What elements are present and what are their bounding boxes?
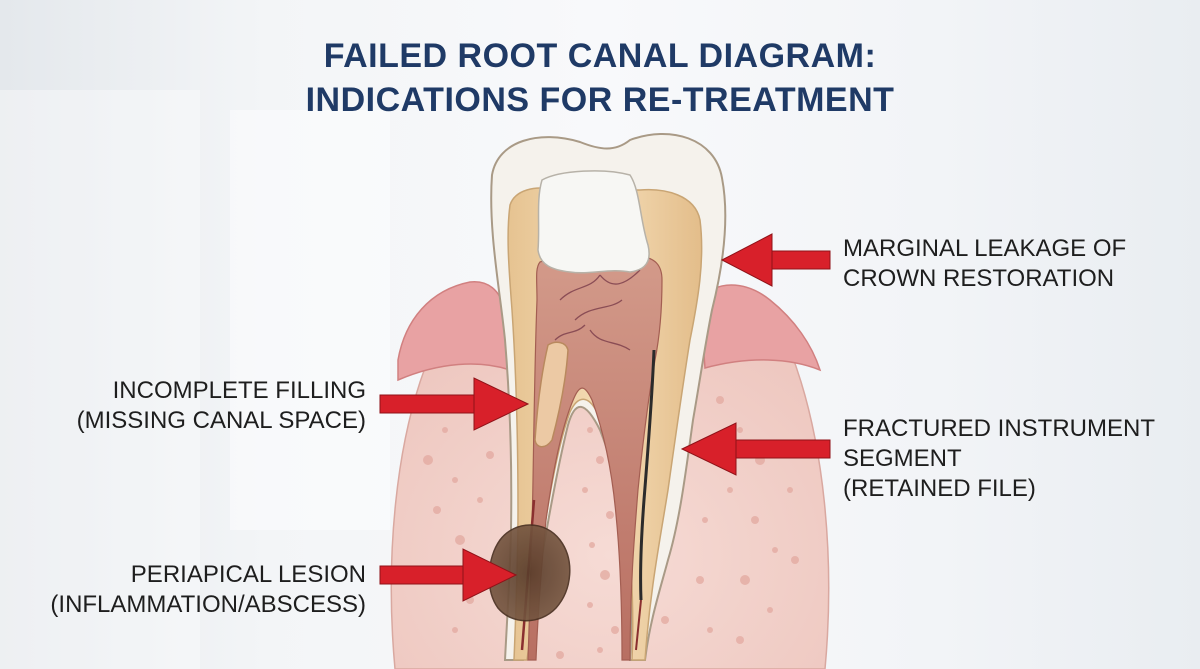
arrow-fractured-instrument [680, 422, 831, 476]
label-incomplete-filling-line-2: (MISSING CANAL SPACE) [76, 407, 366, 434]
pulp-nerves [554, 269, 641, 351]
incomplete-filling-gutta-percha [534, 341, 569, 448]
periapical-lesion [488, 524, 571, 622]
label-fractured-instrument-line-1: FRACTURED INSTRUMENT [843, 415, 1155, 442]
label-marginal-leakage-line-2: CROWN RESTORATION [843, 265, 1115, 292]
label-marginal-leakage: MARGINAL LEAKAGE OF CROWN RESTORATION [843, 234, 1126, 294]
label-fractured-instrument-line-3: (RETAINED FILE) [843, 475, 1036, 502]
right-canal-apex [635, 599, 642, 651]
gum-right [699, 284, 822, 372]
crown-restoration [537, 170, 650, 274]
title-line-2: INDICATIONS FOR RE-TREATMENT [305, 81, 895, 119]
background-pane-center [230, 110, 390, 530]
label-periapical-lesion-line-1: PERIAPICAL LESION [130, 561, 366, 588]
label-periapical-lesion: PERIAPICAL LESION (INFLAMMATION/ABSCESS) [50, 560, 366, 620]
gum-left [397, 281, 511, 382]
label-fractured-instrument: FRACTURED INSTRUMENT SEGMENT (RETAINED F… [843, 414, 1155, 504]
label-incomplete-filling: INCOMPLETE FILLING (MISSING CANAL SPACE) [77, 376, 366, 436]
label-incomplete-filling-line-1: INCOMPLETE FILLING [112, 377, 366, 404]
tooth [490, 132, 727, 661]
title-line-1: FAILED ROOT CANAL DIAGRAM: [323, 37, 877, 75]
label-fractured-instrument-line-2: SEGMENT [843, 445, 962, 472]
arrow-periapical-lesion [379, 548, 518, 602]
background-pane-left [0, 90, 200, 669]
arrow-marginal-leakage [720, 233, 831, 287]
arrow-incomplete-filling [379, 377, 530, 431]
label-marginal-leakage-line-1: MARGINAL LEAKAGE OF [843, 235, 1127, 262]
fractured-instrument-file [639, 349, 656, 601]
label-periapical-lesion-line-2: (INFLAMMATION/ABSCESS) [50, 591, 366, 618]
diagram-title: FAILED ROOT CANAL DIAGRAM: INDICATIONS F… [0, 34, 1200, 122]
